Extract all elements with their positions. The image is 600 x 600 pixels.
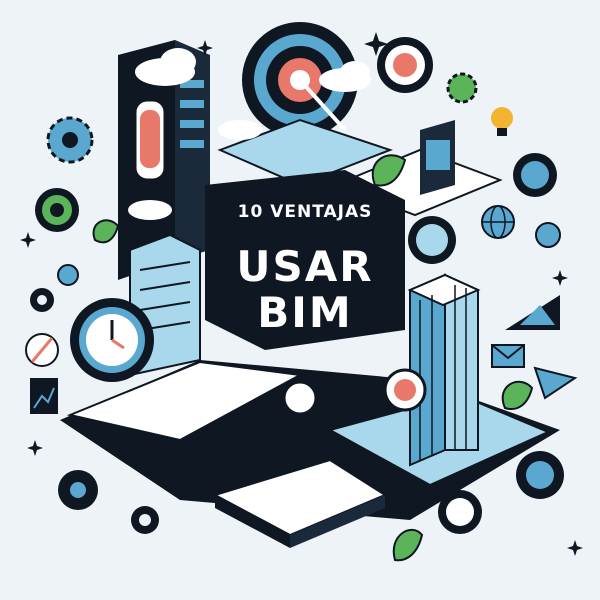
headline-title-line-1: USAR (236, 242, 374, 291)
gear-icon (30, 72, 561, 534)
target-dial-icon (242, 22, 358, 138)
dial-icon (408, 153, 564, 534)
chart-icon (30, 378, 58, 414)
compass-icon (25, 333, 59, 367)
headline-panel: 10 VENTAJAS USAR BIM (205, 180, 405, 340)
left-tall-tower (118, 40, 210, 280)
paper-plane-icon (533, 366, 578, 400)
globe-icon (481, 205, 515, 239)
headline-subtitle: 10 VENTAJAS (237, 202, 373, 222)
envelope-icon (491, 344, 525, 368)
lightbulb-icon (491, 107, 513, 136)
sparkle-icon (20, 32, 583, 556)
target-icon (35, 37, 433, 416)
headline-title-line-2: BIM (257, 288, 353, 337)
pyramid-screen-icon (505, 295, 560, 330)
clock-icon (70, 298, 154, 382)
right-glass-skyscraper (407, 273, 481, 467)
cloud-icon (128, 48, 371, 220)
